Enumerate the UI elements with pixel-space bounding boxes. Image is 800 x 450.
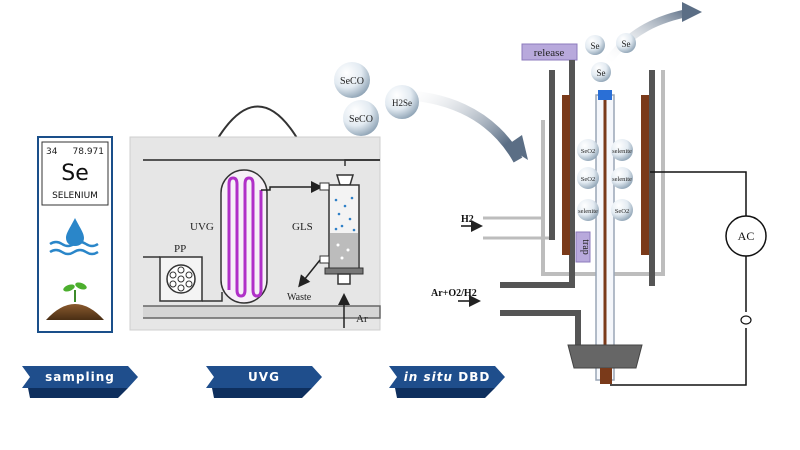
released-se-atom: Se: [616, 33, 636, 53]
svg-text:SeCO: SeCO: [349, 114, 373, 125]
svg-text:Se: Se: [597, 68, 606, 78]
trapped-species: SeO2: [577, 167, 599, 189]
element-card: 34 78.971 Se SELENIUM: [37, 136, 113, 333]
step-arrow-dbd: in situ DBD: [389, 366, 505, 398]
svg-text:Se: Se: [591, 41, 600, 51]
released-se-atom: Se: [591, 62, 611, 82]
svg-text:selenite: selenite: [612, 148, 632, 155]
trapped-species: selenite: [577, 199, 599, 221]
mix-inlet-label: Ar+O2/H2: [431, 288, 477, 299]
h2-inlet-label: H2: [461, 214, 474, 225]
step-arrow-uvg: UVG: [206, 366, 322, 398]
gls-label: GLS: [292, 221, 313, 233]
uvg-label: UVG: [190, 221, 214, 233]
release-label: release: [534, 47, 565, 59]
ar-label: Ar: [356, 313, 368, 325]
trap-label: trap: [580, 239, 591, 255]
released-se-atom: Se: [585, 35, 605, 55]
svg-text:selenite: selenite: [578, 208, 598, 215]
atomic-mass: 78.971: [73, 147, 105, 157]
svg-text:SeO2: SeO2: [615, 208, 629, 215]
svg-text:SeCO: SeCO: [340, 76, 364, 87]
step-arrow-sampling: sampling: [22, 366, 138, 398]
uv-reactor-coil: [220, 169, 268, 304]
trapped-species: SeO2: [611, 199, 633, 221]
trapped-species: selenite: [611, 167, 633, 189]
gas-liquid-separator: [319, 159, 380, 285]
gas-transfer: SeCO SeCO H2Se: [334, 62, 528, 163]
water-drop-icon: [49, 218, 99, 256]
step-label: sampling: [45, 370, 115, 384]
waste-label: Waste: [287, 292, 312, 303]
soil-sprout-icon: [46, 282, 104, 320]
dbd-trap-apparatus: release Se Se Se: [431, 2, 767, 386]
peristaltic-pump-icon: [159, 256, 203, 302]
element-name: SELENIUM: [52, 191, 98, 201]
pp-label: PP: [174, 243, 186, 255]
svg-text:Se: Se: [622, 39, 631, 49]
trapped-species: selenite: [611, 139, 633, 161]
svg-text:SeO2: SeO2: [581, 176, 595, 183]
ac-source: [725, 215, 767, 257]
gas-bubble: SeCO: [334, 62, 370, 98]
trapped-species: SeO2: [577, 139, 599, 161]
step-label: UVG: [248, 370, 280, 384]
uvg-panel: PP UVG: [129, 105, 381, 331]
svg-text:selenite: selenite: [612, 176, 632, 183]
gas-bubble: H2Se: [385, 85, 419, 119]
gas-bubble: SeCO: [343, 100, 379, 136]
atomic-number: 34: [46, 147, 58, 157]
ac-label: AC: [738, 229, 755, 243]
svg-text:H2Se: H2Se: [392, 98, 412, 108]
svg-text:SeO2: SeO2: [581, 148, 595, 155]
step-label: in situ DBD: [404, 370, 491, 384]
element-symbol: Se: [61, 161, 89, 186]
